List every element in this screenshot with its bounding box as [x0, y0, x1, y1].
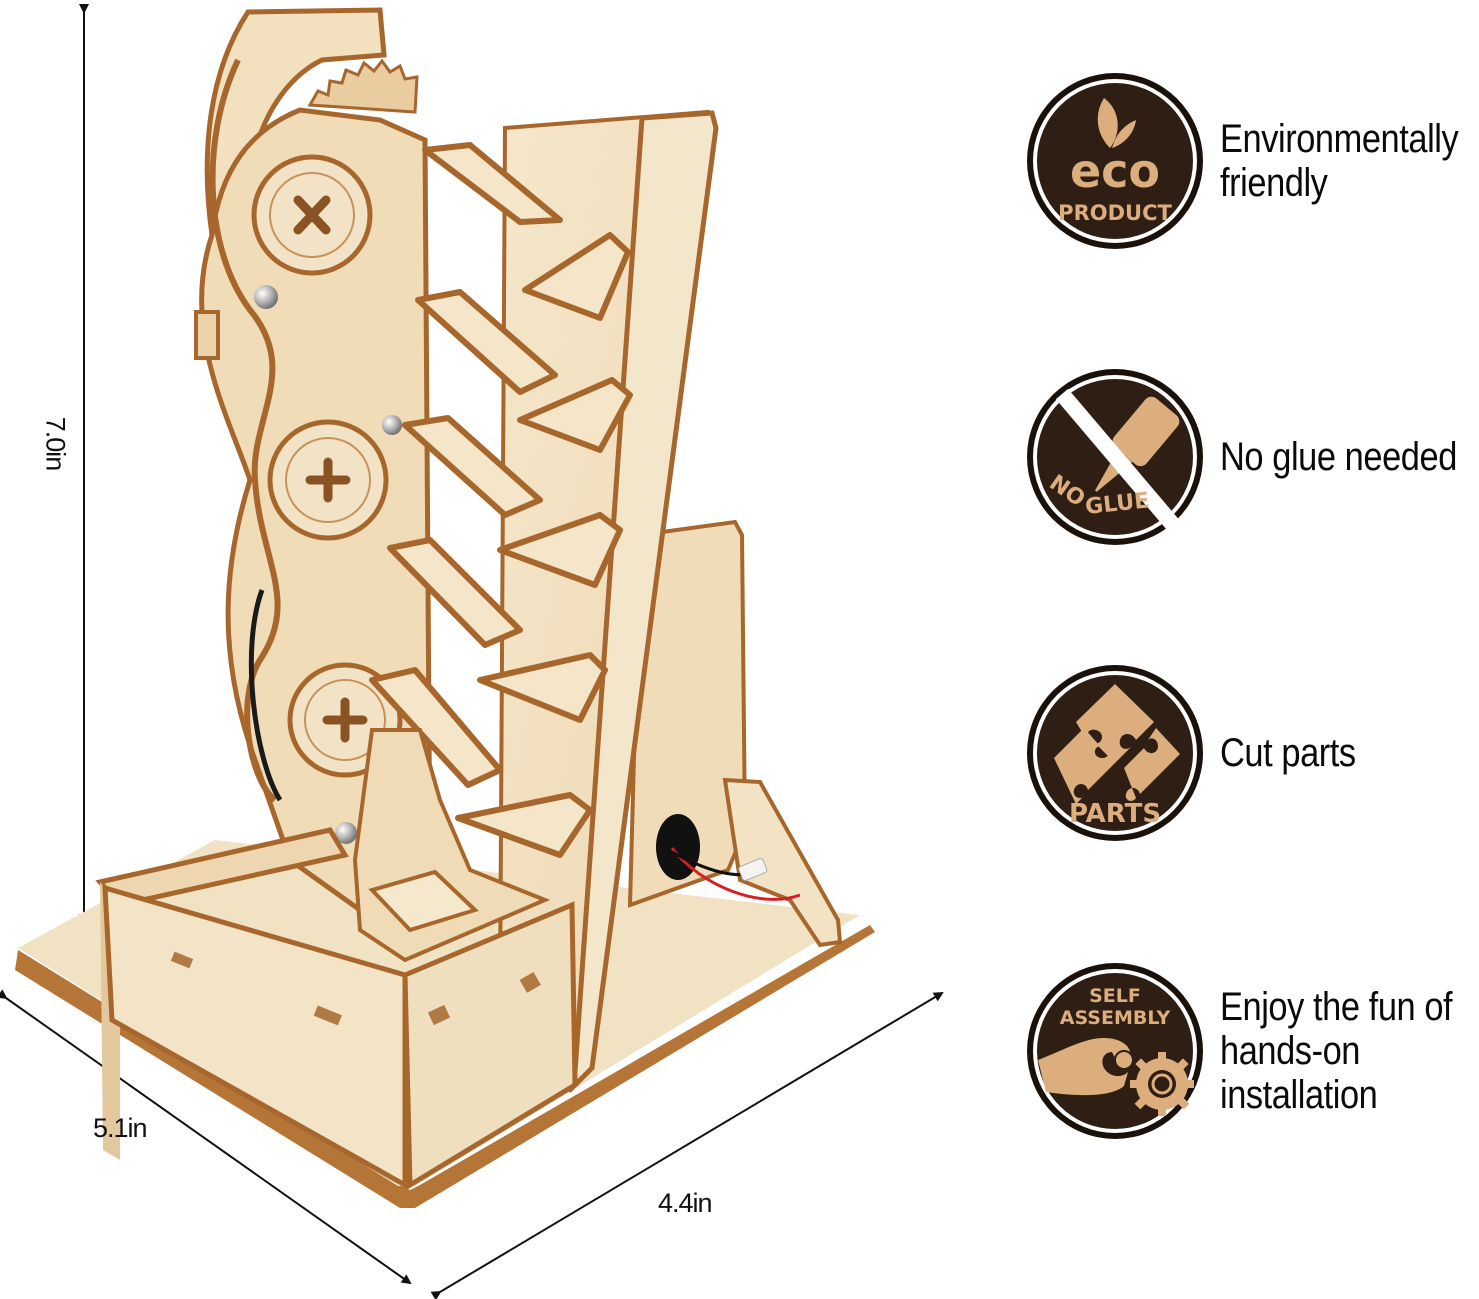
feature-eco: eco PRODUCT Environmentally friendly	[1024, 70, 1479, 252]
badge-text-self: SELF	[1089, 985, 1141, 1007]
feature-text-line: friendly	[1220, 161, 1328, 205]
feature-text-line: Environmentally	[1220, 117, 1459, 161]
red-wire	[670, 847, 801, 901]
wheel-tower	[194, 7, 433, 913]
product-illustration	[0, 4, 944, 1299]
feature-text-line: hands-on	[1220, 1029, 1361, 1073]
depth-dimension-label: 5.1in	[93, 1113, 148, 1143]
right-stand	[627, 519, 843, 948]
dimension-arrows	[0, 4, 944, 1299]
badge-text-assembly: ASSEMBLY	[1060, 1007, 1171, 1029]
features-list: eco PRODUCT Environmentally friendly NO …	[1024, 0, 1479, 1299]
wheel-middle	[267, 419, 389, 541]
feature-text-line: Cut parts	[1220, 731, 1356, 775]
feature-text-line: installation	[1220, 1073, 1378, 1117]
feature-text: Cut parts	[1220, 731, 1356, 775]
steel-ball	[335, 822, 357, 844]
steel-ball	[382, 415, 402, 435]
self-assembly-badge-icon: SELF ASSEMBLY	[1027, 963, 1203, 1139]
cut-parts-badge-icon: PARTS	[1027, 665, 1203, 841]
badge-text-parts: PARTS	[1069, 799, 1161, 829]
ramps	[369, 142, 633, 858]
feature-text: Enjoy the fun of hands-on installation	[1220, 985, 1453, 1117]
catch-box	[95, 728, 578, 1190]
steel-ball	[254, 285, 278, 309]
badge-text-eco: eco	[1070, 144, 1160, 198]
feature-self-assembly: SELF ASSEMBLY Enjoy the fun of hands-on …	[1024, 960, 1479, 1142]
height-dimension-label: 7.0in	[40, 416, 71, 471]
feature-cut-parts: PARTS Cut parts	[1024, 662, 1479, 844]
width-arrow	[430, 991, 944, 1299]
width-dimension-label: 4.4in	[658, 1188, 713, 1218]
feature-text-line: No glue needed	[1220, 435, 1457, 479]
wire-connector	[738, 858, 768, 881]
feature-text-line: Enjoy the fun of	[1220, 985, 1453, 1029]
badge-text-product: PRODUCT	[1058, 201, 1172, 225]
wheel-top	[251, 154, 373, 276]
feature-text: Environmentally friendly	[1220, 117, 1459, 205]
feature-no-glue: NO GLUE No glue needed	[1024, 366, 1479, 548]
depth-arrow	[0, 989, 412, 1285]
motor-hole	[656, 814, 700, 880]
eco-product-badge-icon: eco PRODUCT	[1027, 73, 1203, 249]
no-glue-badge-icon: NO GLUE	[1027, 369, 1203, 545]
feature-text: No glue needed	[1220, 435, 1457, 479]
